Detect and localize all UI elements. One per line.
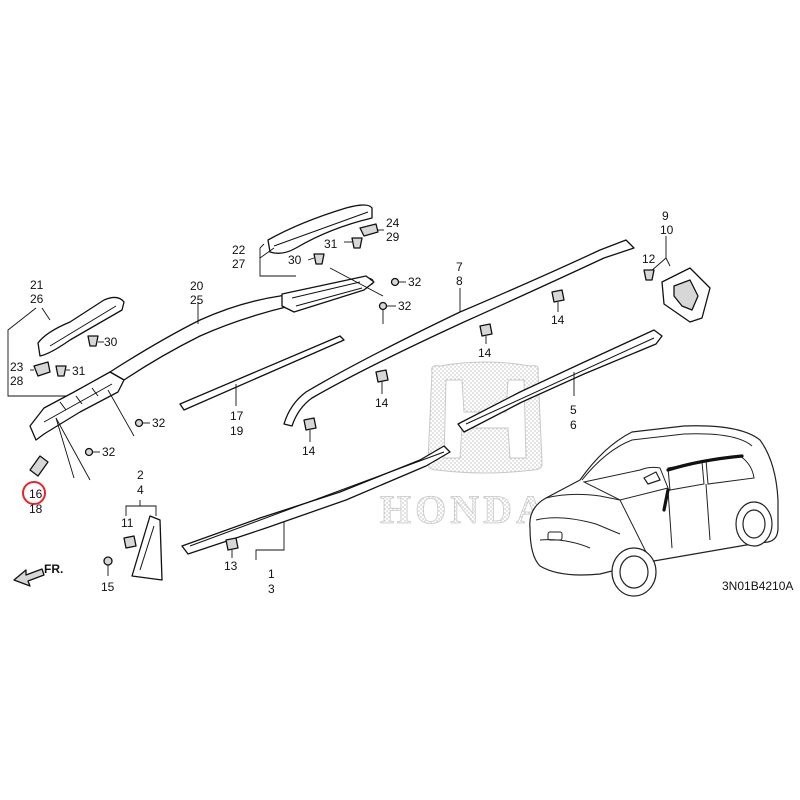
screw-icon: [378, 301, 396, 311]
callout-17[interactable]: 17: [230, 409, 244, 423]
callout-30[interactable]: 30: [104, 335, 118, 349]
clip-icon: [30, 361, 51, 377]
diagram-code: 3N01B4210A: [722, 579, 793, 593]
callout-9[interactable]: 9: [662, 209, 669, 223]
clip-icon: [551, 289, 565, 312]
clip-icon: [359, 223, 384, 237]
clip-icon: [225, 537, 239, 558]
callout-31[interactable]: 31: [324, 237, 338, 251]
callout-14[interactable]: 14: [302, 444, 316, 458]
callout-29[interactable]: 29: [386, 230, 400, 244]
callout-18[interactable]: 18: [29, 502, 43, 516]
callout-16[interactable]: 16: [29, 487, 43, 501]
callout-27[interactable]: 27: [232, 257, 246, 271]
callout-10[interactable]: 10: [660, 223, 674, 237]
callout-14[interactable]: 14: [551, 313, 565, 327]
part-roof-rail-end-cover: [37, 296, 125, 357]
clip-icon: [303, 417, 317, 442]
callout-14[interactable]: 14: [478, 346, 492, 360]
front-direction-arrow: FR.: [13, 562, 63, 587]
callout-13[interactable]: 13: [224, 559, 238, 573]
screw-icon: [84, 447, 100, 457]
callout-31[interactable]: 31: [72, 364, 86, 378]
honda-watermark: HONDA: [380, 361, 549, 532]
vehicle-illustration: [529, 425, 779, 597]
part-roof-molding-strip: [179, 335, 345, 411]
highlight-circle[interactable]: [22, 481, 46, 505]
callout-3[interactable]: 3: [268, 582, 275, 596]
callout-22[interactable]: 22: [232, 243, 246, 257]
part-door-belt-molding: [181, 445, 451, 555]
callout-11[interactable]: 11: [121, 516, 134, 530]
callout-7[interactable]: 7: [456, 260, 463, 274]
callout-20[interactable]: 20: [190, 279, 204, 293]
clip-icon: [375, 369, 389, 394]
callout-15[interactable]: 15: [101, 580, 115, 594]
screw-icon: [103, 556, 113, 576]
callout-30[interactable]: 30: [288, 253, 302, 267]
clip-icon: [87, 335, 104, 347]
callout-12[interactable]: 12: [642, 252, 656, 266]
callout-24[interactable]: 24: [386, 216, 400, 230]
clip-icon: [123, 535, 137, 549]
clip-icon: [643, 269, 655, 281]
callout-6[interactable]: 6: [570, 418, 577, 432]
part-roof-molding-long: [283, 239, 635, 427]
screw-icon: [134, 418, 150, 428]
callout-19[interactable]: 19: [230, 424, 244, 438]
callout-labels: 21 26 30 23 28 31 20 25 32 32 16 18 22 2…: [10, 209, 674, 596]
part-door-sash-molding: [457, 329, 663, 433]
part-roof-rail-center-cover: [267, 204, 373, 254]
clip-icon: [307, 253, 325, 265]
callout-32[interactable]: 32: [408, 275, 422, 289]
callout-28[interactable]: 28: [10, 374, 24, 388]
callout-1[interactable]: 1: [268, 567, 275, 581]
part-roof-rail: [29, 275, 375, 441]
callout-25[interactable]: 25: [190, 293, 204, 307]
callout-21[interactable]: 21: [30, 278, 44, 292]
clip-icon: [479, 323, 493, 344]
part-mirror-triangle-garnish: [131, 515, 163, 581]
callout-5[interactable]: 5: [570, 403, 577, 417]
callout-32[interactable]: 32: [152, 416, 166, 430]
callout-4[interactable]: 4: [137, 483, 144, 497]
part-end-cap-16: [29, 455, 49, 477]
callout-32[interactable]: 32: [398, 299, 412, 313]
callout-2[interactable]: 2: [137, 468, 144, 482]
callout-26[interactable]: 26: [30, 292, 44, 306]
callout-8[interactable]: 8: [456, 274, 463, 288]
callout-23[interactable]: 23: [10, 360, 24, 374]
callout-14[interactable]: 14: [375, 396, 389, 410]
screw-icon: [55, 365, 70, 377]
callout-32[interactable]: 32: [102, 445, 116, 459]
watermark-text: HONDA: [380, 487, 549, 532]
screw-icon: [390, 277, 406, 287]
clip-icon: [344, 237, 363, 249]
front-label: FR.: [44, 562, 63, 576]
part-rear-corner-garnish: [661, 267, 711, 323]
